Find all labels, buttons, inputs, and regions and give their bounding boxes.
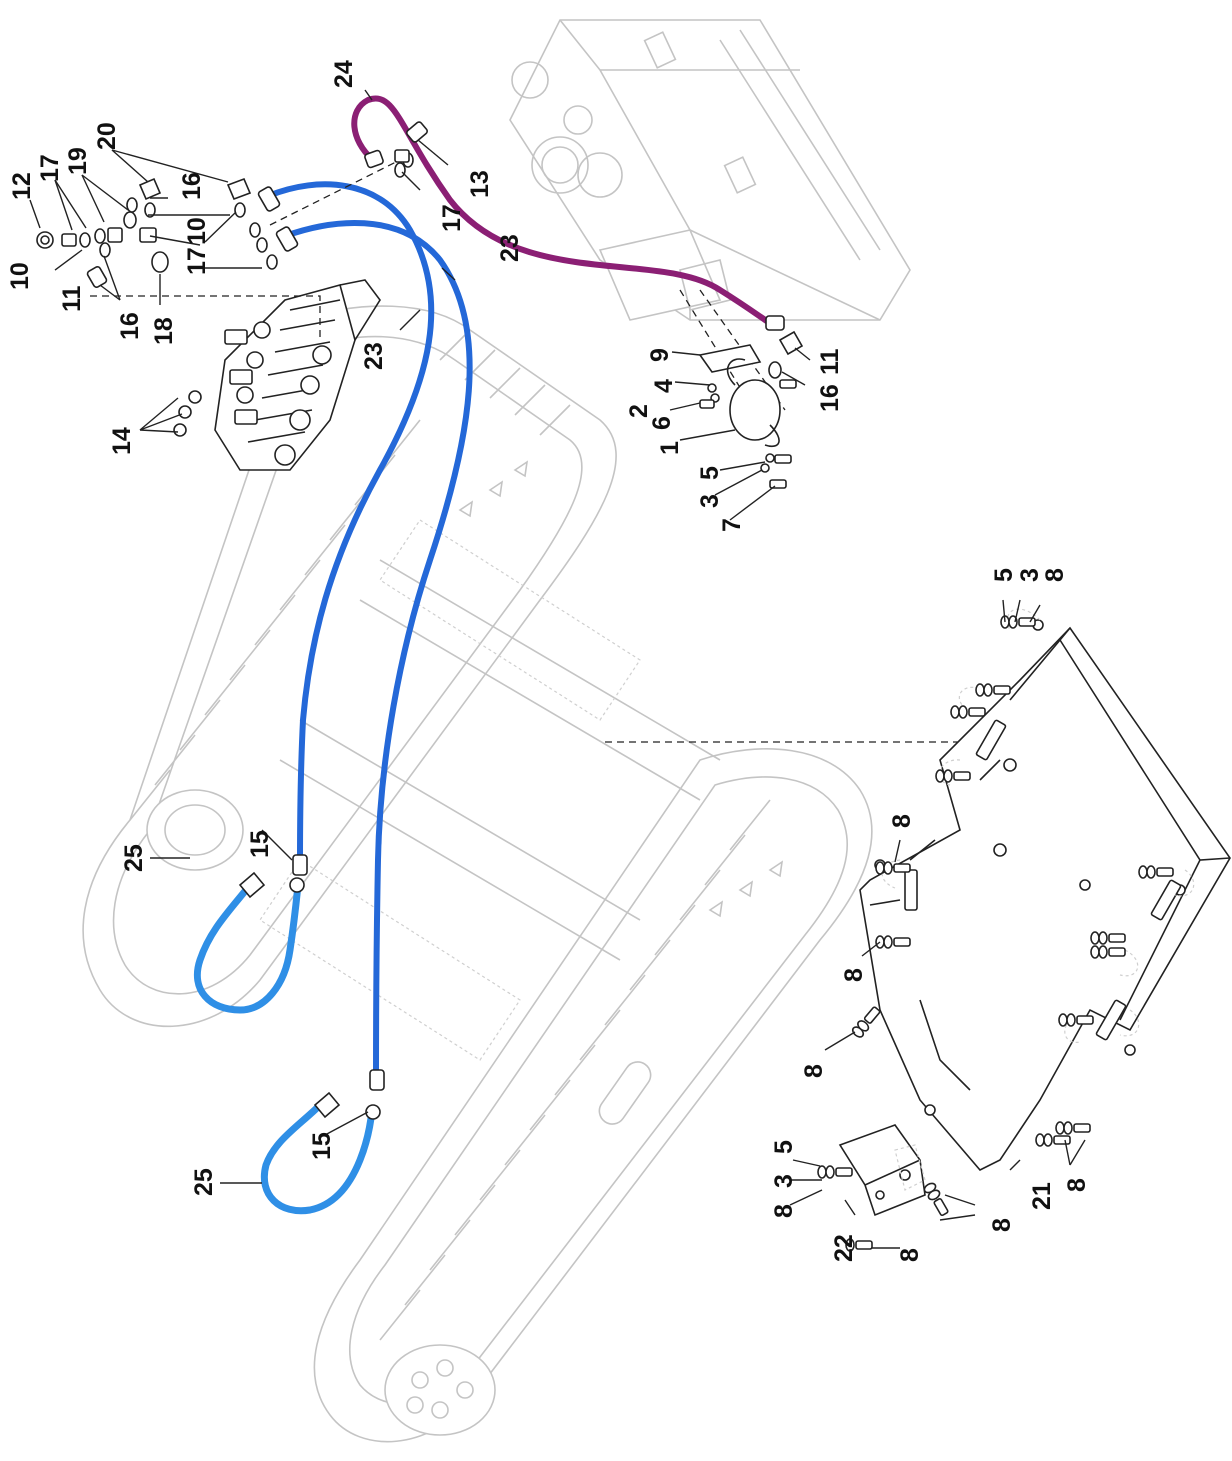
callout-8: 8 — [988, 1218, 1016, 1232]
callout-16: 16 — [816, 384, 844, 412]
callout-13: 13 — [466, 170, 494, 198]
callout-16: 16 — [178, 172, 206, 200]
hoses — [193, 95, 778, 1215]
callout-2: 2 — [625, 404, 653, 418]
hose-25-b — [260, 1101, 376, 1215]
callout-3: 3 — [696, 494, 724, 508]
callout-25: 25 — [120, 844, 148, 872]
battery-box-ghost — [509, 19, 911, 321]
callout-24: 24 — [330, 60, 358, 88]
callout-8: 8 — [888, 814, 916, 828]
bracket-22 — [838, 1124, 926, 1217]
callout-14: 14 — [108, 427, 136, 455]
callout-8: 8 — [896, 1248, 924, 1262]
callout-8: 8 — [1041, 568, 1069, 582]
callout-19: 19 — [64, 147, 92, 175]
callout-7: 7 — [718, 518, 746, 532]
callout-3: 3 — [1016, 568, 1044, 582]
callout-23: 23 — [360, 342, 388, 370]
filter-assembly — [679, 289, 804, 489]
callout-23: 23 — [496, 234, 524, 262]
callout-25: 25 — [190, 1168, 218, 1196]
hose-24 — [351, 95, 778, 328]
callout-5: 5 — [990, 568, 1018, 582]
callout-11: 11 — [58, 285, 86, 312]
leader-arrows — [29, 89, 1086, 1249]
fittings-cluster — [36, 121, 428, 340]
callout-9: 9 — [646, 348, 674, 362]
callout-11: 11 — [816, 348, 844, 375]
callout-6: 6 — [648, 416, 676, 430]
callout-17: 17 — [183, 247, 211, 275]
callouts: 12 17 19 20 16 10 17 10 11 16 18 24 13 1… — [6, 60, 1091, 1262]
callout-5: 5 — [696, 466, 724, 480]
callout-18: 18 — [150, 317, 178, 345]
callout-12: 12 — [8, 172, 36, 200]
callout-8: 8 — [770, 1204, 798, 1218]
callout-21: 21 — [1028, 1182, 1056, 1210]
callout-17: 17 — [36, 154, 64, 182]
hose-23-b — [282, 219, 473, 1078]
callout-4: 4 — [650, 379, 678, 393]
callout-22: 22 — [830, 1234, 858, 1262]
hose-25-a — [193, 881, 302, 1014]
callout-15: 15 — [246, 830, 274, 858]
hose-23-a — [265, 181, 435, 863]
callout-8: 8 — [800, 1064, 828, 1078]
callout-1: 1 — [656, 441, 684, 455]
base-plate — [605, 608, 1231, 1171]
callout-10: 10 — [6, 262, 34, 290]
fastener-set — [817, 615, 1174, 1252]
callout-15: 15 — [308, 1132, 336, 1160]
callout-10: 10 — [183, 217, 211, 245]
callout-20: 20 — [93, 122, 121, 150]
track-frame-ghost — [82, 305, 873, 1443]
callout-16: 16 — [116, 312, 144, 340]
callout-8: 8 — [840, 968, 868, 982]
callout-3: 3 — [770, 1174, 798, 1188]
callout-17: 17 — [438, 204, 466, 232]
callout-5: 5 — [770, 1140, 798, 1154]
hose-fittings — [238, 149, 785, 1120]
callout-8: 8 — [1063, 1178, 1091, 1192]
